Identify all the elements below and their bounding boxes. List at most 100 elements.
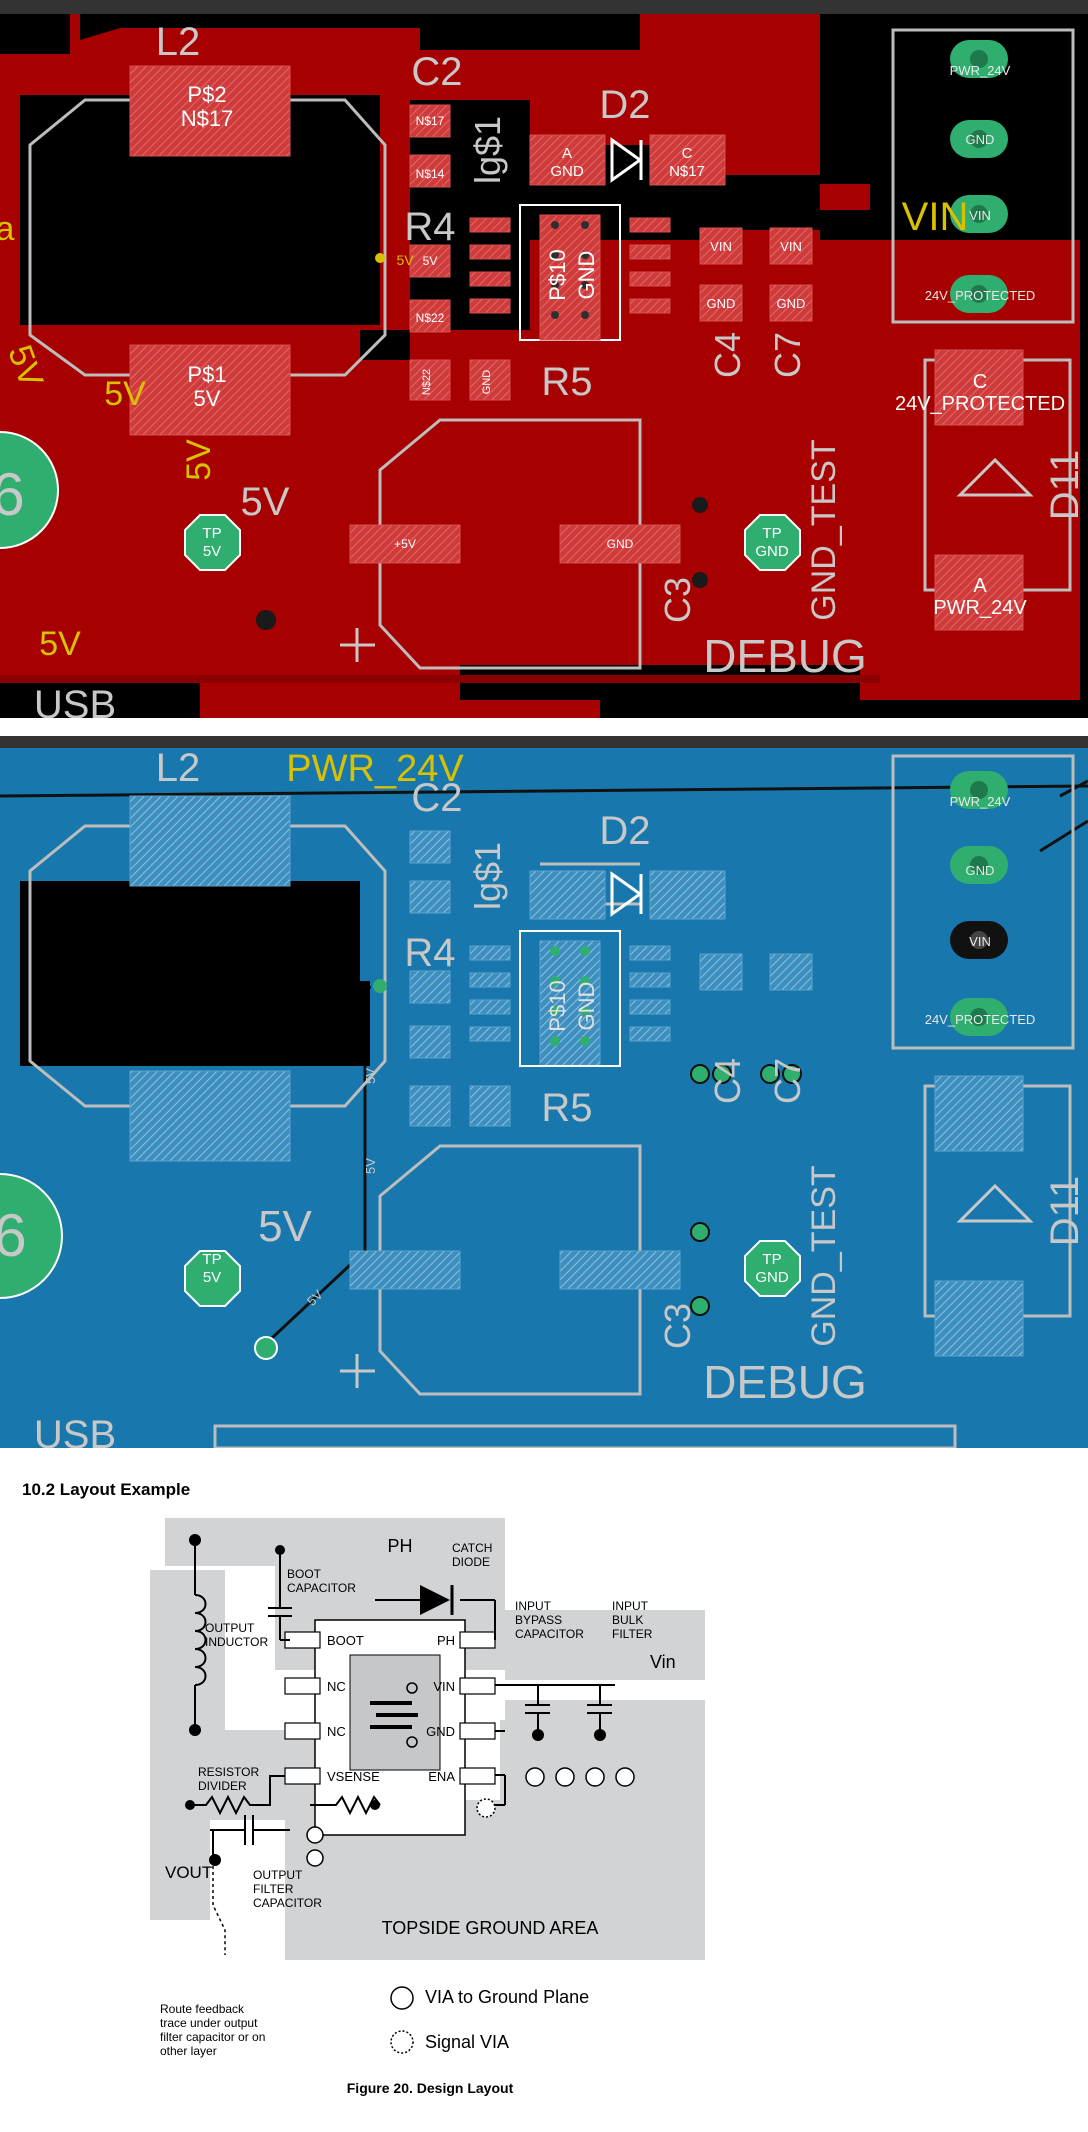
ref-c7: C7	[767, 332, 808, 378]
pad-label: A	[562, 145, 572, 162]
ref-r4: R4	[404, 931, 455, 975]
pad-label: P$10	[545, 980, 570, 1031]
d11-pad-c	[934, 349, 1024, 426]
d11-pad-a	[934, 554, 1024, 631]
section-title: 10.2 Layout Example	[22, 1480, 190, 1499]
catch-diode-symbol	[420, 1585, 450, 1615]
output-inductor-label: OUTPUT	[205, 1621, 255, 1635]
pad-label: GND	[574, 982, 599, 1031]
pad-label: A	[973, 575, 987, 597]
ref-six: 6	[0, 461, 25, 528]
pad-label: GND	[481, 370, 493, 395]
pad-label: GND	[755, 1269, 789, 1286]
ref-l2: L2	[156, 746, 201, 790]
legend-via-ground: VIA to Ground Plane	[425, 1987, 589, 2007]
input-bypass-label: INPUT	[515, 1599, 552, 1613]
ic-package	[284, 1619, 496, 1836]
conn-pin-label: 24V_PROTECTED	[925, 1012, 1036, 1027]
net-pwr24v-label: PWR_24V	[286, 748, 464, 790]
pad-label: GND	[574, 251, 599, 300]
net-5v-label: 5V	[363, 1068, 378, 1084]
output-filter-label: FILTER	[253, 1882, 294, 1896]
l2-pad-p1	[129, 344, 291, 436]
pad-label: 24V_PROTECTED	[895, 393, 1065, 415]
via-test-points	[0, 253, 801, 630]
pad-label: N$22	[421, 369, 433, 395]
ref-r4: R4	[404, 205, 455, 249]
pad-label: VIN	[710, 239, 732, 254]
legend-signal-via-icon	[390, 2030, 414, 2054]
ref-c4: C4	[707, 1058, 748, 1104]
pad-label: GND	[550, 163, 584, 180]
boot-capacitor-label: CAPACITOR	[287, 1581, 356, 1595]
ref-debug: DEBUG	[703, 1356, 867, 1408]
boot-capacitor-label: BOOT	[287, 1567, 322, 1581]
pin-label-nc: NC	[327, 1679, 346, 1694]
vin-area-label: Vin	[650, 1652, 676, 1672]
input-bulk-label: BULK	[612, 1613, 643, 1627]
top-copper-layer-view: P$2 N$17 P$1 5V N$17 N$14 5V N$22 N$22 G…	[0, 0, 1088, 718]
ref-u1: lg$1	[467, 116, 508, 184]
pad-label: GND	[607, 537, 634, 551]
pad-label: P$2	[187, 82, 226, 107]
pad-label: TP	[762, 1251, 781, 1268]
pad-label: N$22	[416, 311, 445, 325]
pin-label-boot: BOOT	[327, 1633, 364, 1648]
pad-label: GND	[777, 296, 806, 311]
schematic-wiring	[190, 1540, 615, 1860]
input-connector	[950, 771, 1008, 1036]
pin-label-gnd: GND	[426, 1724, 455, 1739]
pad-label: 5V	[423, 254, 438, 268]
pin-label-ph: PH	[437, 1633, 455, 1648]
ref-d11: D11	[1043, 1176, 1087, 1246]
pad-label: P$1	[187, 362, 226, 387]
route-note: other layer	[160, 2044, 217, 2058]
ref-c2: C2	[411, 776, 462, 820]
conn-pin-label: PWR_24V	[950, 794, 1011, 809]
pad-label: C	[973, 371, 987, 393]
ph-area-label: PH	[387, 1536, 412, 1556]
ground-vias	[306, 1767, 635, 1867]
pad-label: 5V	[203, 1269, 221, 1286]
pad-label: TP	[202, 525, 221, 542]
pin-label-nc: NC	[327, 1724, 346, 1739]
legend-via-icon	[390, 1986, 414, 2010]
net-5v-label: 5V	[104, 375, 146, 413]
pin-label-vsense: VSENSE	[327, 1769, 380, 1784]
pad-label: P$10	[545, 249, 570, 300]
pad-label: VIN	[780, 239, 802, 254]
tp-gnd-pad	[559, 524, 681, 564]
net-5v-label: 5V	[241, 480, 290, 524]
conn-pin-label: VIN	[969, 208, 991, 223]
catch-diode-label: CATCH	[452, 1541, 492, 1555]
vout-label: VOUT	[165, 1863, 212, 1882]
input-bulk-label: FILTER	[612, 1627, 653, 1641]
net-5v-label: 5V	[39, 625, 81, 663]
pad-label: GND	[707, 296, 736, 311]
pad-label: 5V	[203, 543, 221, 560]
signal-via	[476, 1798, 496, 1818]
feedback-route-dashed	[212, 1860, 226, 1955]
ref-d2: D2	[599, 83, 650, 127]
conn-pin-label: GND	[966, 863, 995, 878]
pin-label-vin: VIN	[433, 1679, 455, 1694]
ref-c3: C3	[657, 1303, 698, 1349]
d2-pad-c	[649, 134, 726, 186]
ref-d2: D2	[599, 809, 650, 853]
ref-six: 6	[0, 1202, 27, 1269]
output-inductor-label: INDUCTOR	[205, 1635, 268, 1649]
pad-label: N$17	[181, 106, 234, 131]
input-bypass-label: CAPACITOR	[515, 1627, 584, 1641]
pad-label: GND	[755, 543, 789, 560]
net-5v-label: 5V	[258, 1202, 312, 1251]
bottom-pads	[129, 795, 1024, 1357]
ref-r5: R5	[541, 1086, 592, 1130]
pad-label: +5V	[394, 537, 416, 551]
resistor-divider-label: DIVIDER	[198, 1779, 247, 1793]
ref-c2: C2	[411, 50, 462, 94]
conn-pin-label: PWR_24V	[950, 63, 1011, 78]
ref-l2: L2	[156, 20, 201, 64]
conn-pin-label: 24V_PROTECTED	[925, 288, 1036, 303]
pad-label: C	[682, 145, 693, 162]
bottom-copper-layer-view: P$10 GND TP 5V TP GND PWR_24V GND VIN 24…	[0, 736, 1088, 1448]
